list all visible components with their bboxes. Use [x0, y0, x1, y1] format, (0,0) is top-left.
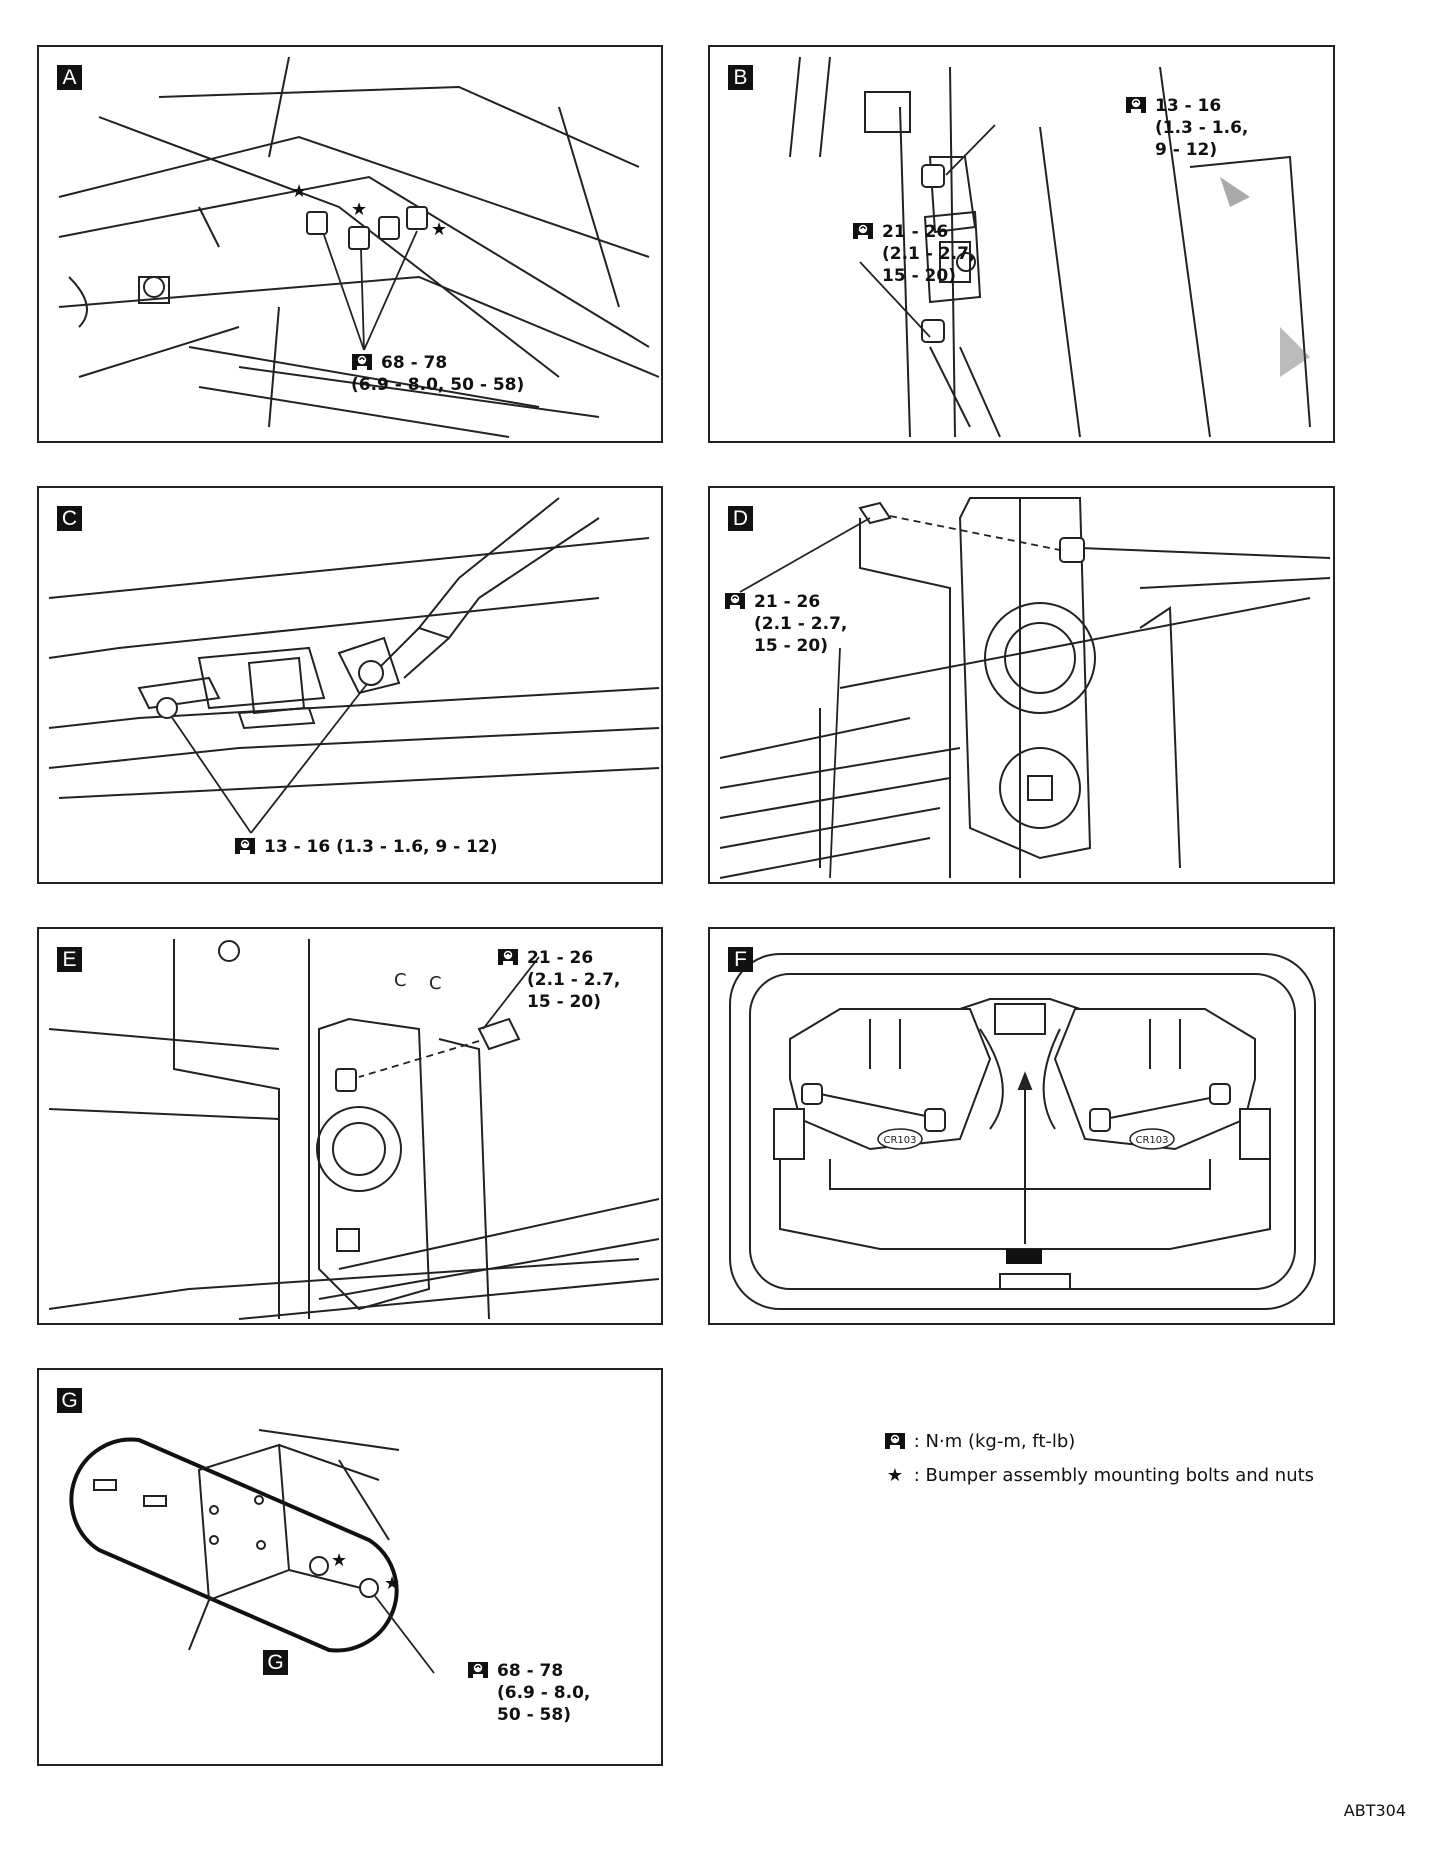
panel-f-drawing: CR103 CR103: [729, 953, 1316, 1310]
panel-d-drawing: [719, 497, 1331, 879]
torque-spec: 13 - 16 (1.3 - 1.6, 9 - 12): [234, 836, 498, 858]
connector-left: [877, 1128, 923, 1150]
lock-rod-marker: [1006, 1249, 1042, 1264]
connector-label: CR103: [883, 1135, 916, 1146]
panel-f: CR103 CR103 F: [708, 927, 1335, 1325]
torque-conversion: (1.3 - 1.6,: [1155, 118, 1249, 138]
torque-conversion: 15 - 20): [754, 636, 828, 656]
svg-text:★: ★: [331, 1550, 347, 1571]
panel-label: F: [728, 947, 753, 972]
torque-value: 21 - 26: [882, 222, 949, 242]
torque-conversion: (2.1 - 2.7,: [882, 244, 976, 264]
panel-b-drawing: [789, 56, 1311, 438]
torque-conversion: 15 - 20): [882, 266, 956, 286]
star-icon: ★: [886, 1465, 904, 1486]
torque-conversion: (2.1 - 2.7,: [754, 614, 848, 634]
callout-label: G: [263, 1650, 288, 1675]
torque-spec: 68 - 78 (6.9 - 8.0, 50 - 58): [467, 1660, 590, 1726]
svg-text:★: ★: [291, 181, 307, 202]
torque-spec: 21 - 26 (2.1 - 2.7, 15 - 20): [497, 947, 620, 1013]
svg-text:★: ★: [384, 1573, 400, 1594]
legend-text: : N·m (kg-m, ft-lb): [913, 1431, 1076, 1452]
panel-g-drawing: ★★: [69, 1429, 435, 1674]
figure-code: ABT304: [1343, 1801, 1406, 1820]
panel-b: B 13 - 16 (1.3 - 1.6, 9 - 12) 21 - 26 (2…: [708, 45, 1335, 443]
torque-wrench-icon: [497, 947, 519, 967]
torque-wrench-icon: [852, 221, 874, 241]
torque-conversion: 50 - 58): [497, 1705, 571, 1725]
torque-conversion: (6.9 - 8.0,: [497, 1683, 591, 1703]
legend-row-torque: : N·m (kg-m, ft-lb): [882, 1425, 1314, 1459]
torque-value: 68 - 78: [497, 1661, 564, 1681]
panel-c-drawing: [48, 497, 660, 834]
panel-a-drawing: ★ ★ ★: [58, 56, 660, 438]
torque-value: 13 - 16 (1.3 - 1.6, 9 - 12): [264, 837, 498, 857]
torque-spec: 21 - 26 (2.1 - 2.7, 15 - 20): [852, 221, 975, 287]
legend-text: : Bumper assembly mounting bolts and nut…: [913, 1465, 1315, 1486]
svg-text:C: C: [394, 970, 407, 991]
panel-label: G: [57, 1388, 82, 1413]
torque-spec: 21 - 26 (2.1 - 2.7, 15 - 20): [724, 591, 847, 657]
torque-conversion: (2.1 - 2.7,: [527, 970, 621, 990]
legend-row-star: ★ : Bumper assembly mounting bolts and n…: [882, 1459, 1314, 1493]
torque-wrench-icon: [724, 591, 746, 611]
panel-c: C 13 - 16 (1.3 - 1.6, 9 - 12): [37, 486, 663, 884]
torque-spec: 68 - 78 (6.9 - 8.0, 50 - 58): [351, 352, 524, 396]
torque-spec: 13 - 16 (1.3 - 1.6, 9 - 12): [1125, 95, 1248, 161]
torque-wrench-icon: [884, 1431, 906, 1451]
svg-text:C: C: [429, 973, 442, 994]
connector-right: [1129, 1128, 1175, 1150]
torque-wrench-icon: [351, 352, 373, 372]
panel-label: B: [728, 65, 753, 90]
panel-label: D: [728, 506, 753, 531]
svg-text:★: ★: [351, 199, 367, 220]
panel-label: C: [57, 506, 82, 531]
torque-conversion: (6.9 - 8.0, 50 - 58): [351, 375, 525, 395]
torque-conversion: 9 - 12): [1155, 140, 1218, 160]
panel-label: A: [57, 65, 82, 90]
torque-wrench-icon: [234, 836, 256, 856]
torque-wrench-icon: [467, 1660, 489, 1680]
panel-g: ★★ G G 68 - 78 (6.9 - 8.0, 50 - 58): [37, 1368, 663, 1766]
svg-text:★: ★: [431, 219, 447, 240]
legend: : N·m (kg-m, ft-lb) ★ : Bumper assembly …: [882, 1425, 1314, 1493]
torque-wrench-icon: [1125, 95, 1147, 115]
torque-value: 68 - 78: [381, 353, 448, 373]
torque-value: 13 - 16: [1155, 96, 1222, 116]
panel-label: E: [57, 947, 82, 972]
panel-d: D 21 - 26 (2.1 - 2.7, 15 - 20): [708, 486, 1335, 884]
torque-value: 21 - 26: [754, 592, 821, 612]
torque-value: 21 - 26: [527, 948, 594, 968]
panel-a: ★ ★ ★ A 68 - 78 (6.9 - 8.0, 50 - 58): [37, 45, 663, 443]
connector-label: CR103: [1135, 1135, 1168, 1146]
torque-conversion: 15 - 20): [527, 992, 601, 1012]
